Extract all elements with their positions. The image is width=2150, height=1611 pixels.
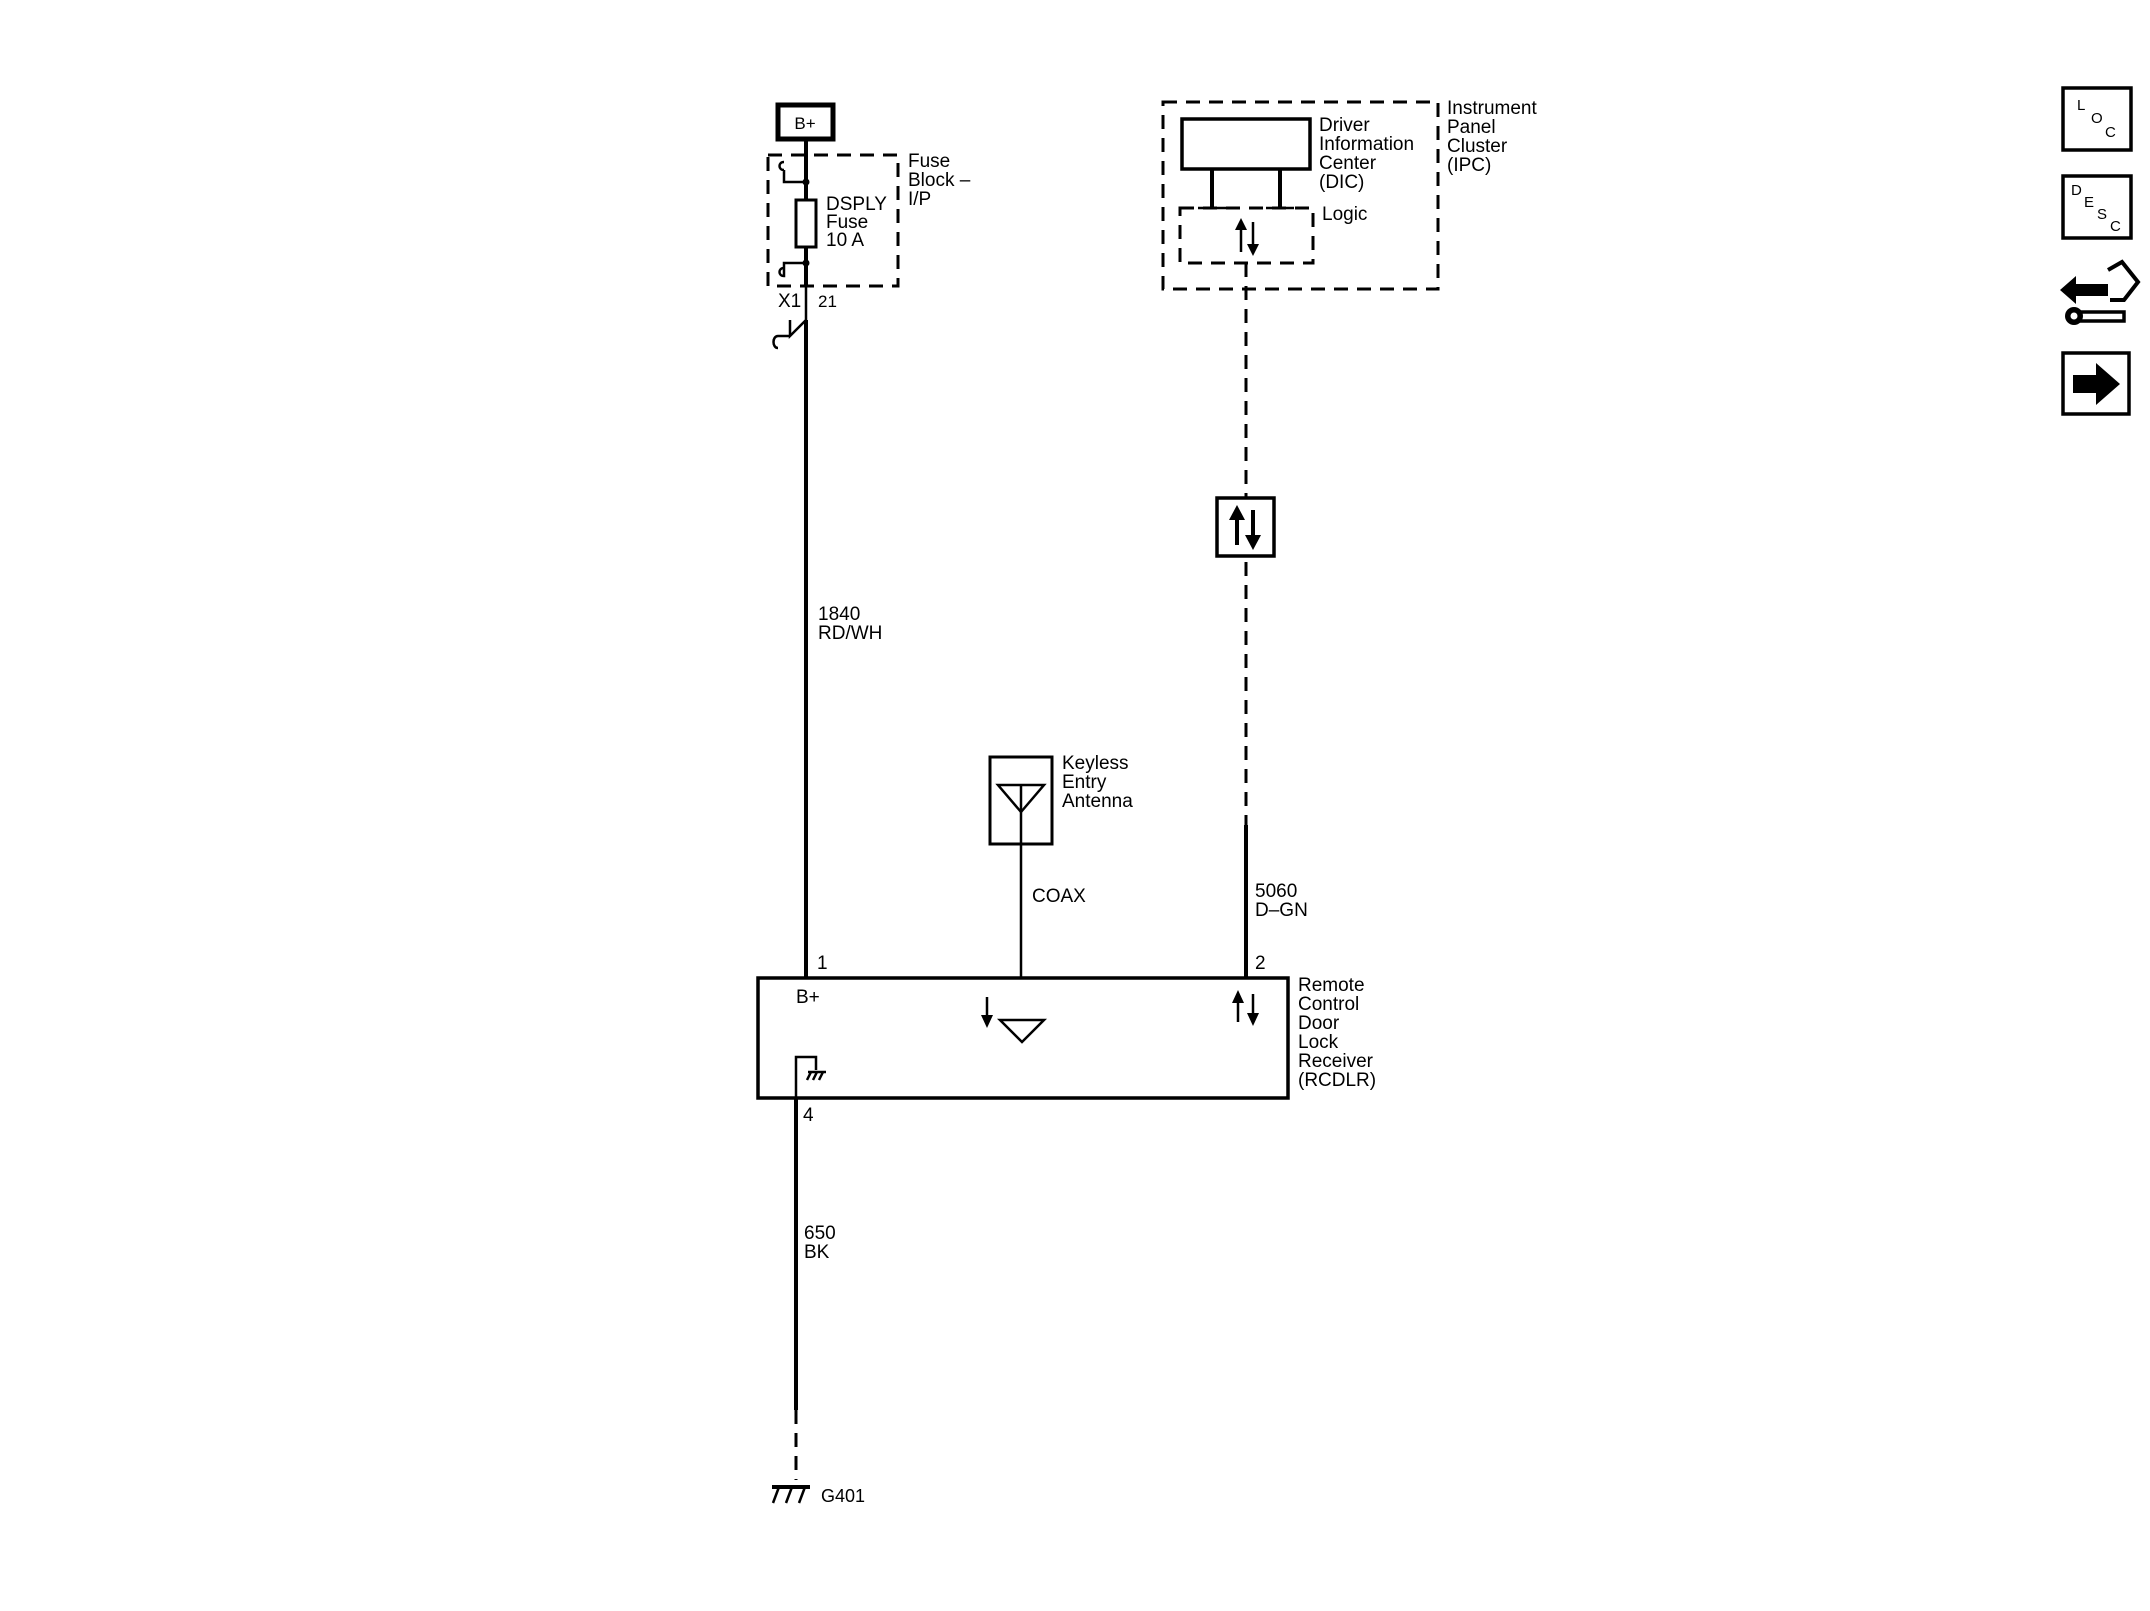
fuse-pin-label: 21 bbox=[818, 292, 837, 311]
pin-4-label: 4 bbox=[803, 1105, 814, 1126]
instrument-panel-cluster: Instrument Panel Cluster (IPC) Driver In… bbox=[1161, 98, 1542, 291]
pin-2-label: 2 bbox=[1255, 953, 1266, 974]
pin-1-label: 1 bbox=[817, 953, 828, 974]
coax-label: COAX bbox=[1032, 886, 1086, 907]
power-label: B+ bbox=[794, 114, 815, 133]
data-wire-label: 5060 D–GN bbox=[1255, 881, 1308, 921]
power-wire-label: 1840 RD/WH bbox=[818, 604, 882, 644]
svg-text:O: O bbox=[2091, 110, 2103, 127]
fuse-label: DSPLY Fuse 10 A bbox=[826, 194, 892, 251]
svg-text:C: C bbox=[2105, 124, 2116, 141]
serial-data-symbol bbox=[1215, 496, 1276, 558]
fuse-block-label: Fuse Block – I/P bbox=[908, 151, 976, 210]
connector-info-icon[interactable] bbox=[2060, 259, 2141, 325]
svg-text:S: S bbox=[2097, 206, 2107, 223]
keyless-entry-antenna: Keyless Entry Antenna bbox=[988, 753, 1134, 846]
rcdlr-data-arrows-icon bbox=[1232, 990, 1259, 1026]
next-arrow-button[interactable] bbox=[2061, 351, 2131, 416]
svg-text:C: C bbox=[2110, 218, 2121, 235]
ground-wire-label: 650 BK bbox=[804, 1223, 841, 1263]
ground-symbol bbox=[771, 1485, 810, 1504]
logic-box bbox=[1178, 206, 1315, 265]
rcdlr-label: Remote Control Door Lock Receiver (RCDLR… bbox=[1298, 975, 1378, 1091]
bidirectional-data-icon bbox=[1235, 218, 1259, 256]
dsply-fuse bbox=[794, 198, 818, 249]
antenna-label: Keyless Entry Antenna bbox=[1062, 753, 1134, 812]
svg-text:E: E bbox=[2084, 194, 2094, 211]
fuse-block: Fuse Block – I/P DSPLY Fuse 10 A bbox=[766, 151, 976, 288]
dic-label: Driver Information Center (DIC) bbox=[1319, 115, 1419, 193]
serial-data-arrows-icon bbox=[1229, 505, 1261, 550]
rcdlr-bplus-label: B+ bbox=[796, 987, 820, 1008]
ipc-label: Instrument Panel Cluster (IPC) bbox=[1447, 98, 1542, 176]
description-button[interactable]: D E S C bbox=[2061, 174, 2133, 240]
dic-box bbox=[1180, 117, 1312, 171]
fuse-connector-label: X1 bbox=[778, 291, 801, 312]
receive-arrow-icon bbox=[981, 997, 993, 1028]
logic-label: Logic bbox=[1322, 204, 1367, 225]
svg-text:D: D bbox=[2071, 182, 2082, 199]
rcdlr-module: 1 2 4 B+ Remote Control Door Lock Receiv… bbox=[756, 953, 1378, 1126]
svg-text:L: L bbox=[2077, 97, 2085, 114]
location-button[interactable]: L O C bbox=[2061, 86, 2133, 152]
ground-label: G401 bbox=[821, 1486, 865, 1506]
battery-positive-source: B+ bbox=[775, 102, 836, 142]
